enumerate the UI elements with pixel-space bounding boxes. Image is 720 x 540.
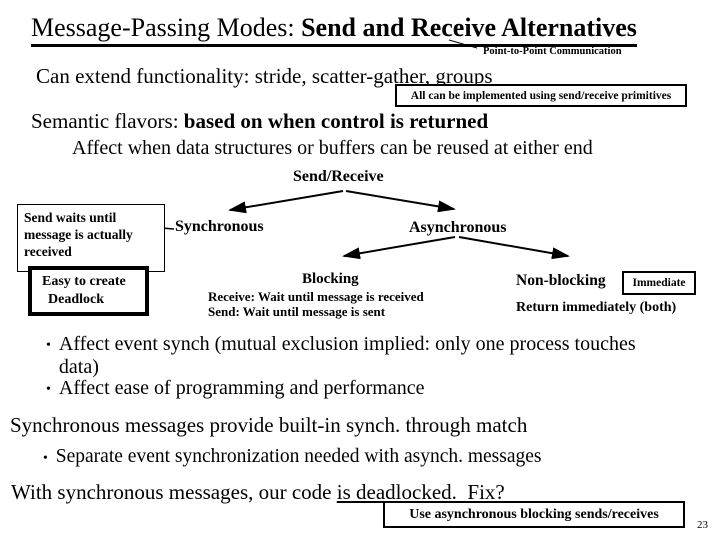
- arrow-root-to-asynchronous: [345, 190, 456, 213]
- arrow-root-to-synchronous: [228, 190, 344, 214]
- bullet-icon: •: [46, 382, 51, 397]
- bullet-separate-event: • Separate event synchronization needed …: [43, 446, 703, 471]
- bullet-affect-ease: • Affect ease of programming and perform…: [46, 377, 666, 402]
- blocking-receive-line: Receive: Wait until message is received: [208, 289, 424, 304]
- tree-blocking-label: Blocking: [302, 271, 359, 287]
- deadlocked-question-line: With synchronous messages, our code is d…: [11, 480, 505, 504]
- easy-deadlock-box: Easy to create Deadlock: [28, 266, 149, 316]
- return-immediately-line: Return immediately (both): [516, 300, 677, 315]
- use-async-box: Use asynchronous blocking sends/receives: [383, 501, 685, 528]
- send-waits-box: Send waits until message is actually rec…: [17, 204, 165, 272]
- tree-root-label: Send/Receive: [293, 168, 384, 185]
- affect-reuse-line: Affect when data structures or buffers c…: [72, 137, 593, 159]
- bullet-affect-ease-text: Affect ease of programming and performan…: [58, 377, 425, 399]
- blocking-send-line: Send: Wait until message is sent: [208, 304, 386, 319]
- bullet-icon: •: [43, 450, 48, 465]
- easy-deadlock-line1: Easy to create: [42, 274, 126, 289]
- sync-match-line: Synchronous messages provide built-in sy…: [10, 413, 528, 437]
- arrow-async-to-nonblocking: [458, 236, 570, 260]
- tree-synchronous-label: Synchronous: [175, 218, 264, 235]
- bullet-affect-event-text: Affect event synch (mutual exclusion imp…: [58, 333, 636, 378]
- page-number: 23: [697, 519, 708, 531]
- easy-deadlock-line2: Deadlock: [48, 292, 104, 308]
- tree-nonblocking-label: Non-blocking: [516, 272, 606, 289]
- bullet-separate-event-text: Separate event synchronization needed wi…: [55, 446, 542, 467]
- semantic-flavors-line: Semantic flavors: based on when control …: [31, 109, 488, 133]
- arrow-async-to-blocking: [342, 236, 456, 260]
- semantic-prefix: Semantic flavors:: [31, 109, 184, 133]
- semantic-bold: based on when control is returned: [183, 109, 489, 133]
- page-title: Message-Passing Modes: Send and Receive …: [31, 13, 637, 47]
- tree-asynchronous-label: Asynchronous: [409, 219, 507, 236]
- bullet-affect-event: • Affect event synch (mutual exclusion i…: [46, 333, 666, 379]
- immediate-box: Immediate: [622, 271, 696, 295]
- point-to-point-label: Point-to-Point Communication: [483, 46, 622, 57]
- title-regular: Message-Passing Modes:: [31, 13, 302, 42]
- deadlocked-underlined: is deadlocked. Fix?: [336, 480, 505, 504]
- bullet-icon: •: [46, 338, 51, 353]
- title-bold: Send and Receive Alternatives: [301, 13, 637, 42]
- deadlocked-prefix: With synchronous messages, our code: [11, 480, 337, 504]
- all-can-box: All can be implemented using send/receiv…: [395, 84, 687, 107]
